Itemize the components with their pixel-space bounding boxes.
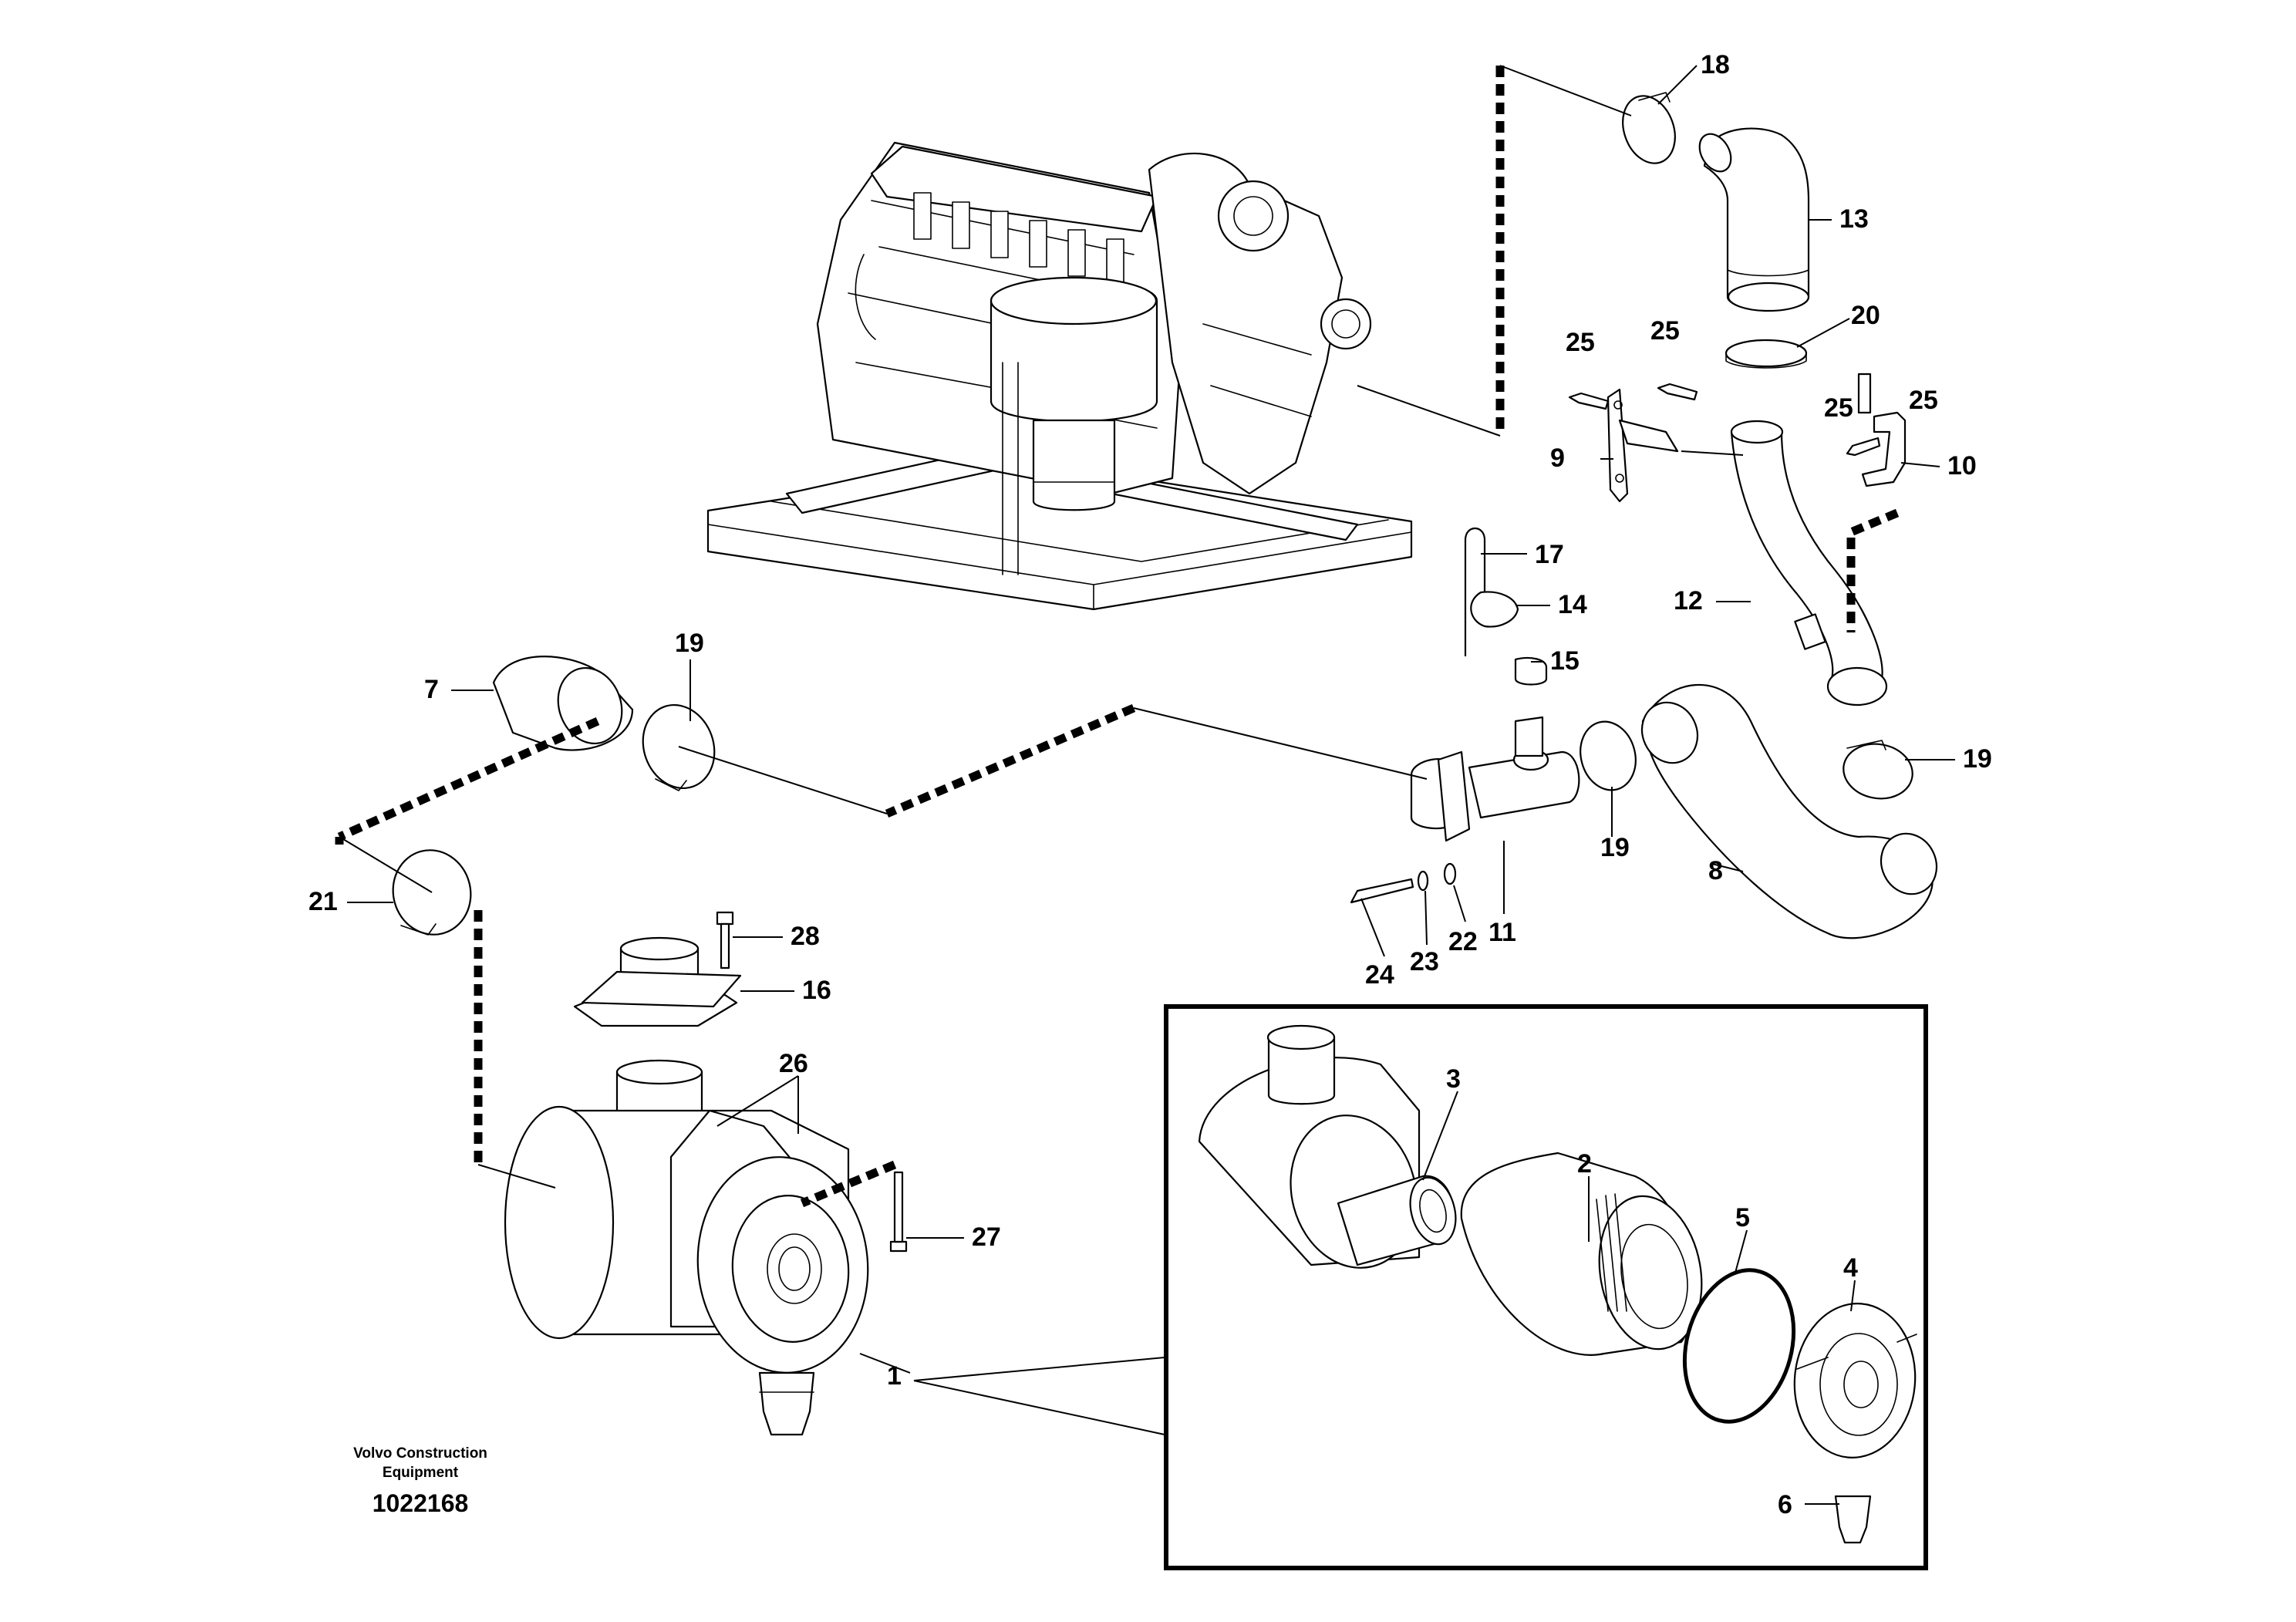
drawing-caption: Volvo Construction Equipment 1022168 xyxy=(353,1445,487,1517)
callout-25: 25 xyxy=(1566,328,1595,357)
bolt-27 xyxy=(889,1171,908,1253)
callout-19: 19 xyxy=(1600,833,1630,862)
element-2 xyxy=(1460,1152,1703,1356)
callout-23: 23 xyxy=(1410,947,1439,976)
clamp-18 xyxy=(1622,92,1676,164)
element-3 xyxy=(1337,1175,1457,1266)
callout-16: 16 xyxy=(802,976,831,1005)
callout-5: 5 xyxy=(1735,1203,1750,1233)
callout-10: 10 xyxy=(1947,451,1977,481)
callout-4: 4 xyxy=(1843,1253,1858,1283)
hose-7 xyxy=(492,656,634,751)
callout-13: 13 xyxy=(1839,204,1869,234)
adapter-11 xyxy=(1410,716,1580,842)
callout-12: 12 xyxy=(1674,586,1703,615)
callout-25: 25 xyxy=(1824,393,1853,423)
callout-2: 2 xyxy=(1577,1149,1592,1179)
bracket-10 xyxy=(1861,411,1907,487)
callout-3: 3 xyxy=(1446,1064,1461,1094)
callout-25: 25 xyxy=(1909,386,1938,415)
hose-8 xyxy=(1640,683,1938,939)
clamp-19-right xyxy=(1580,720,1913,800)
intake-pipe-12 xyxy=(1730,420,1888,706)
callout-22: 22 xyxy=(1448,927,1478,956)
seal-5 xyxy=(1682,1268,1796,1424)
callout-24: 24 xyxy=(1365,960,1394,990)
bolts-25 xyxy=(1568,373,1881,457)
connection-lines xyxy=(335,65,1900,1208)
company-name-line2: Equipment xyxy=(383,1465,459,1481)
company-name-line1: Volvo Construction xyxy=(353,1445,487,1462)
callout-20: 20 xyxy=(1851,301,1880,330)
callout-6: 6 xyxy=(1778,1490,1792,1519)
air-cleaner-1 xyxy=(504,936,869,1436)
cover-4 xyxy=(1793,1303,1917,1458)
bracket-9 xyxy=(1607,388,1679,503)
callout-26: 26 xyxy=(779,1049,808,1078)
callout-labels: 18 13 20 25 25 25 25 9 10 17 14 12 15 7 … xyxy=(308,50,1992,1519)
sensor-17-14-15 xyxy=(1464,528,1548,686)
engine-assembly xyxy=(706,141,1413,611)
valve-6 xyxy=(1834,1495,1872,1544)
callout-28: 28 xyxy=(791,922,820,951)
flange-16 xyxy=(581,970,742,1008)
callout-19: 19 xyxy=(675,629,704,658)
callout-19: 19 xyxy=(1963,744,1992,774)
detail-inset-frame xyxy=(1164,1004,1928,1570)
callout-27: 27 xyxy=(972,1222,1001,1252)
callout-15: 15 xyxy=(1550,646,1580,676)
leader-lines xyxy=(347,65,1955,1505)
callout-1: 1 xyxy=(887,1361,902,1391)
callout-18: 18 xyxy=(1701,50,1730,79)
callout-9: 9 xyxy=(1550,443,1565,473)
hose-13 xyxy=(1698,127,1810,312)
clamp-20 xyxy=(1725,339,1808,369)
callout-8: 8 xyxy=(1708,856,1723,885)
callout-25: 25 xyxy=(1650,316,1680,346)
bolt-28 xyxy=(716,911,734,969)
callout-14: 14 xyxy=(1558,590,1587,619)
callout-21: 21 xyxy=(308,887,338,916)
callout-11: 11 xyxy=(1489,918,1516,947)
callout-7: 7 xyxy=(424,675,439,704)
drawing-number: 1022168 xyxy=(373,1489,469,1517)
callout-17: 17 xyxy=(1535,540,1564,569)
fasteners-22-23-24 xyxy=(1350,862,1457,904)
